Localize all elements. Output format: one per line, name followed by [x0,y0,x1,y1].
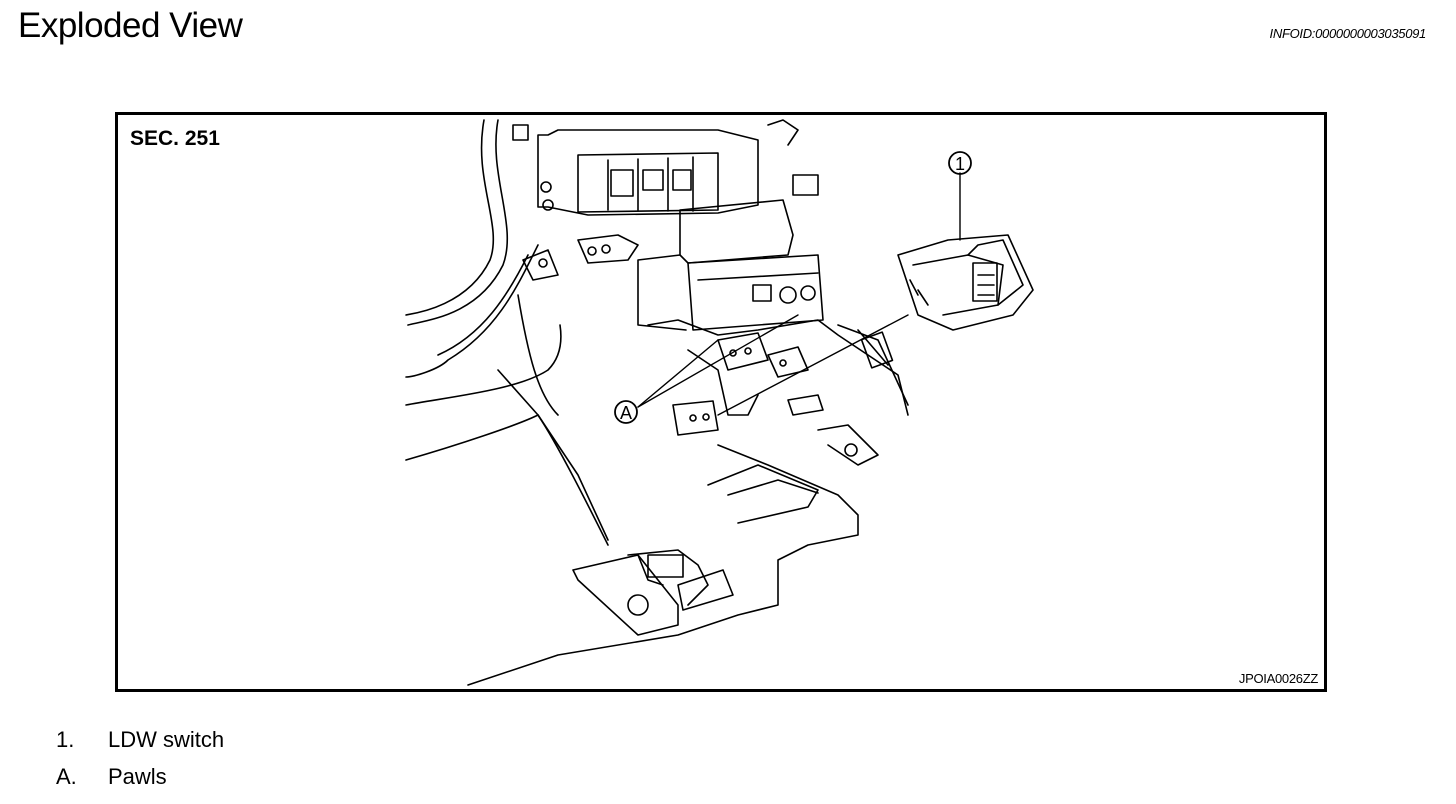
ldw-switch [897,234,1034,331]
relay-block [512,119,819,216]
legend-desc: Pawls [108,764,167,789]
callout-1-label: 1 [955,154,965,174]
callout-a-label: A [620,403,632,423]
legend-key: 1. [56,727,75,752]
exploded-view-drawing: 1 A [405,119,1034,686]
page-title: Exploded View [18,6,243,45]
callout-1: 1 [948,151,972,175]
left-trim-panel [405,119,609,546]
callout-a: A [614,400,638,424]
lower-console-panel [467,369,859,686]
legend-key: A. [56,764,77,789]
section-label: SEC. 251 [130,127,220,150]
leader-lines [637,172,961,416]
mounting-bracket [647,319,909,466]
control-unit [522,199,824,331]
figure-code: JPOIA0026ZZ [1238,671,1318,686]
figure-frame: SEC. 251 [115,112,1327,692]
legend-desc: LDW switch [108,727,225,752]
info-id: INFOID:0000000003035091 [1269,26,1427,41]
